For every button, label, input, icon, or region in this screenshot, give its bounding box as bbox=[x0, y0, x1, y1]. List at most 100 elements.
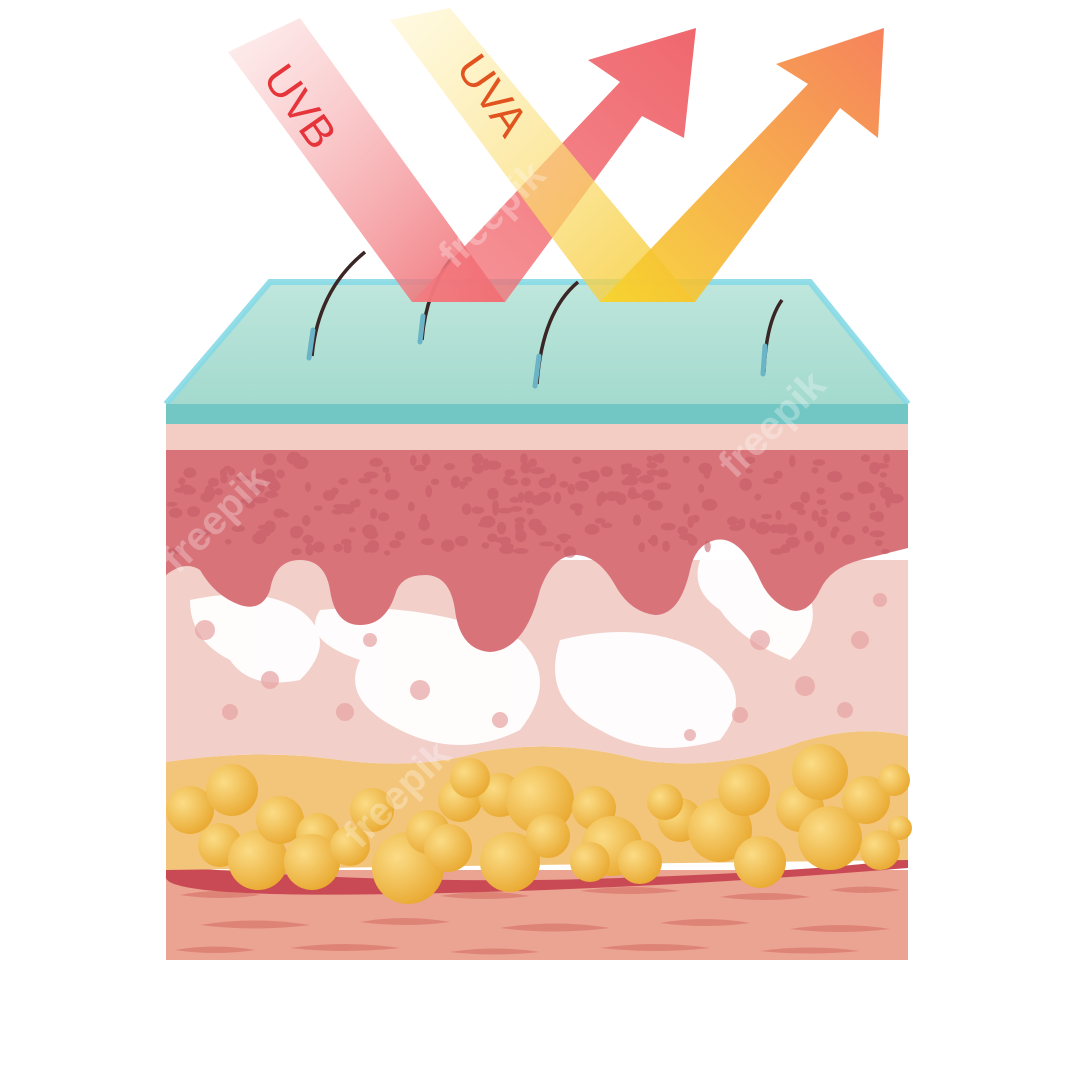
epidermis-dot bbox=[443, 463, 456, 471]
epidermis-dot bbox=[418, 519, 430, 531]
epidermis-dot bbox=[204, 485, 214, 498]
epidermis-dot bbox=[874, 539, 883, 547]
epidermis-dot bbox=[662, 540, 670, 552]
epidermis-dot bbox=[682, 455, 690, 464]
sunscreen-shield bbox=[166, 282, 908, 424]
epidermis-dot bbox=[504, 469, 516, 477]
epidermis-dot bbox=[195, 529, 212, 536]
epidermis-dot bbox=[800, 491, 811, 503]
epidermis-dot bbox=[472, 463, 484, 474]
epidermis-dot bbox=[363, 471, 379, 479]
fat-cells bbox=[166, 744, 912, 904]
blood-vessel bbox=[165, 858, 909, 895]
epidermis-dot bbox=[369, 488, 379, 495]
epidermis-dot bbox=[812, 459, 826, 466]
epidermis-dot bbox=[773, 470, 783, 480]
epidermis-dot bbox=[509, 506, 523, 512]
fat-cell bbox=[888, 816, 912, 840]
epidermis-dot bbox=[701, 498, 718, 511]
epidermis-dot bbox=[520, 462, 531, 474]
epidermis-dot bbox=[291, 548, 302, 555]
epidermis-dot bbox=[389, 540, 401, 549]
epidermis-dot bbox=[814, 541, 825, 555]
epidermis-dot bbox=[240, 498, 255, 504]
epidermis-dot bbox=[888, 493, 904, 504]
epidermis-dot bbox=[523, 490, 535, 504]
epidermis-dot bbox=[254, 481, 265, 494]
fat-cell bbox=[480, 832, 540, 892]
epidermis-dot bbox=[369, 457, 383, 467]
epidermis-dot bbox=[407, 501, 415, 512]
fat-cell bbox=[798, 806, 862, 870]
fat-cell bbox=[570, 842, 610, 882]
epidermis-dot bbox=[168, 507, 183, 518]
epidermis-dot bbox=[621, 468, 628, 475]
epidermis-dot bbox=[450, 475, 460, 488]
epidermis-dot bbox=[383, 550, 391, 556]
epidermis-dot bbox=[348, 527, 356, 533]
epidermis-dot bbox=[638, 542, 646, 553]
epidermis-dot bbox=[559, 533, 569, 543]
fat-cell bbox=[526, 814, 570, 858]
epidermis-dot bbox=[698, 483, 705, 493]
epidermis-dot bbox=[518, 491, 524, 503]
epidermis-dot bbox=[394, 531, 406, 541]
epidermis-dot bbox=[745, 468, 753, 474]
fat-cell bbox=[424, 824, 472, 872]
epidermis-dot bbox=[382, 466, 390, 473]
epidermis-dot bbox=[836, 511, 851, 523]
epidermis-dot bbox=[286, 451, 302, 465]
epidermis-dot bbox=[878, 482, 886, 489]
fat-cell bbox=[718, 764, 770, 816]
epidermis-dot bbox=[349, 500, 357, 507]
epidermis-dot bbox=[881, 548, 890, 555]
epidermis-dot bbox=[811, 467, 819, 474]
epidermis-dot bbox=[627, 492, 642, 499]
epidermis-dot bbox=[677, 526, 689, 536]
sunscreen-shield-front bbox=[166, 404, 908, 424]
epidermis-dot bbox=[496, 522, 507, 535]
epidermis-dot bbox=[789, 454, 796, 468]
epidermis-dot bbox=[384, 472, 391, 483]
epidermis-dot bbox=[816, 487, 825, 495]
epidermis-dot bbox=[594, 517, 606, 524]
epidermis-dot bbox=[224, 538, 232, 545]
epidermis-dot bbox=[421, 453, 431, 466]
epidermis-dot bbox=[333, 543, 343, 552]
epidermis-dot bbox=[538, 477, 554, 489]
epidermis-dot bbox=[596, 493, 603, 507]
fat-cell bbox=[860, 830, 900, 870]
epidermis-dot bbox=[330, 487, 339, 496]
epidermis-dot bbox=[755, 521, 771, 535]
epidermis-dot bbox=[492, 504, 499, 516]
hair bbox=[306, 250, 367, 361]
uv-rays: UVB UVA bbox=[228, 8, 884, 302]
epidermis-dot bbox=[207, 477, 219, 487]
epidermis-dot bbox=[749, 518, 757, 530]
epidermis-dot bbox=[528, 458, 537, 468]
epidermis-dot bbox=[727, 516, 738, 526]
skin-cross-section bbox=[163, 250, 912, 960]
epidermis-dot bbox=[495, 537, 506, 543]
fat-cell bbox=[330, 826, 370, 866]
uva-incoming-ray bbox=[390, 8, 695, 302]
epidermis-dot bbox=[312, 541, 325, 553]
epidermis-dot bbox=[652, 454, 663, 463]
epidermis-dot bbox=[410, 455, 417, 467]
epidermis-dot bbox=[377, 512, 390, 522]
epidermis-dot bbox=[600, 466, 614, 477]
epidermis-dot bbox=[534, 524, 547, 536]
epidermis-dot bbox=[514, 529, 527, 543]
fat-cell bbox=[166, 786, 214, 834]
epidermis-dot bbox=[775, 510, 782, 520]
epidermis-dot bbox=[841, 534, 856, 545]
epidermis-dot bbox=[744, 456, 756, 464]
epidermis-dot bbox=[487, 533, 498, 542]
epidermis-dot bbox=[857, 484, 871, 494]
epidermis-dot bbox=[785, 523, 798, 536]
epidermis-dot bbox=[660, 522, 676, 531]
epidermis-dot bbox=[647, 537, 657, 545]
epidermis-dot bbox=[615, 493, 627, 505]
epidermis-dot bbox=[338, 477, 349, 485]
